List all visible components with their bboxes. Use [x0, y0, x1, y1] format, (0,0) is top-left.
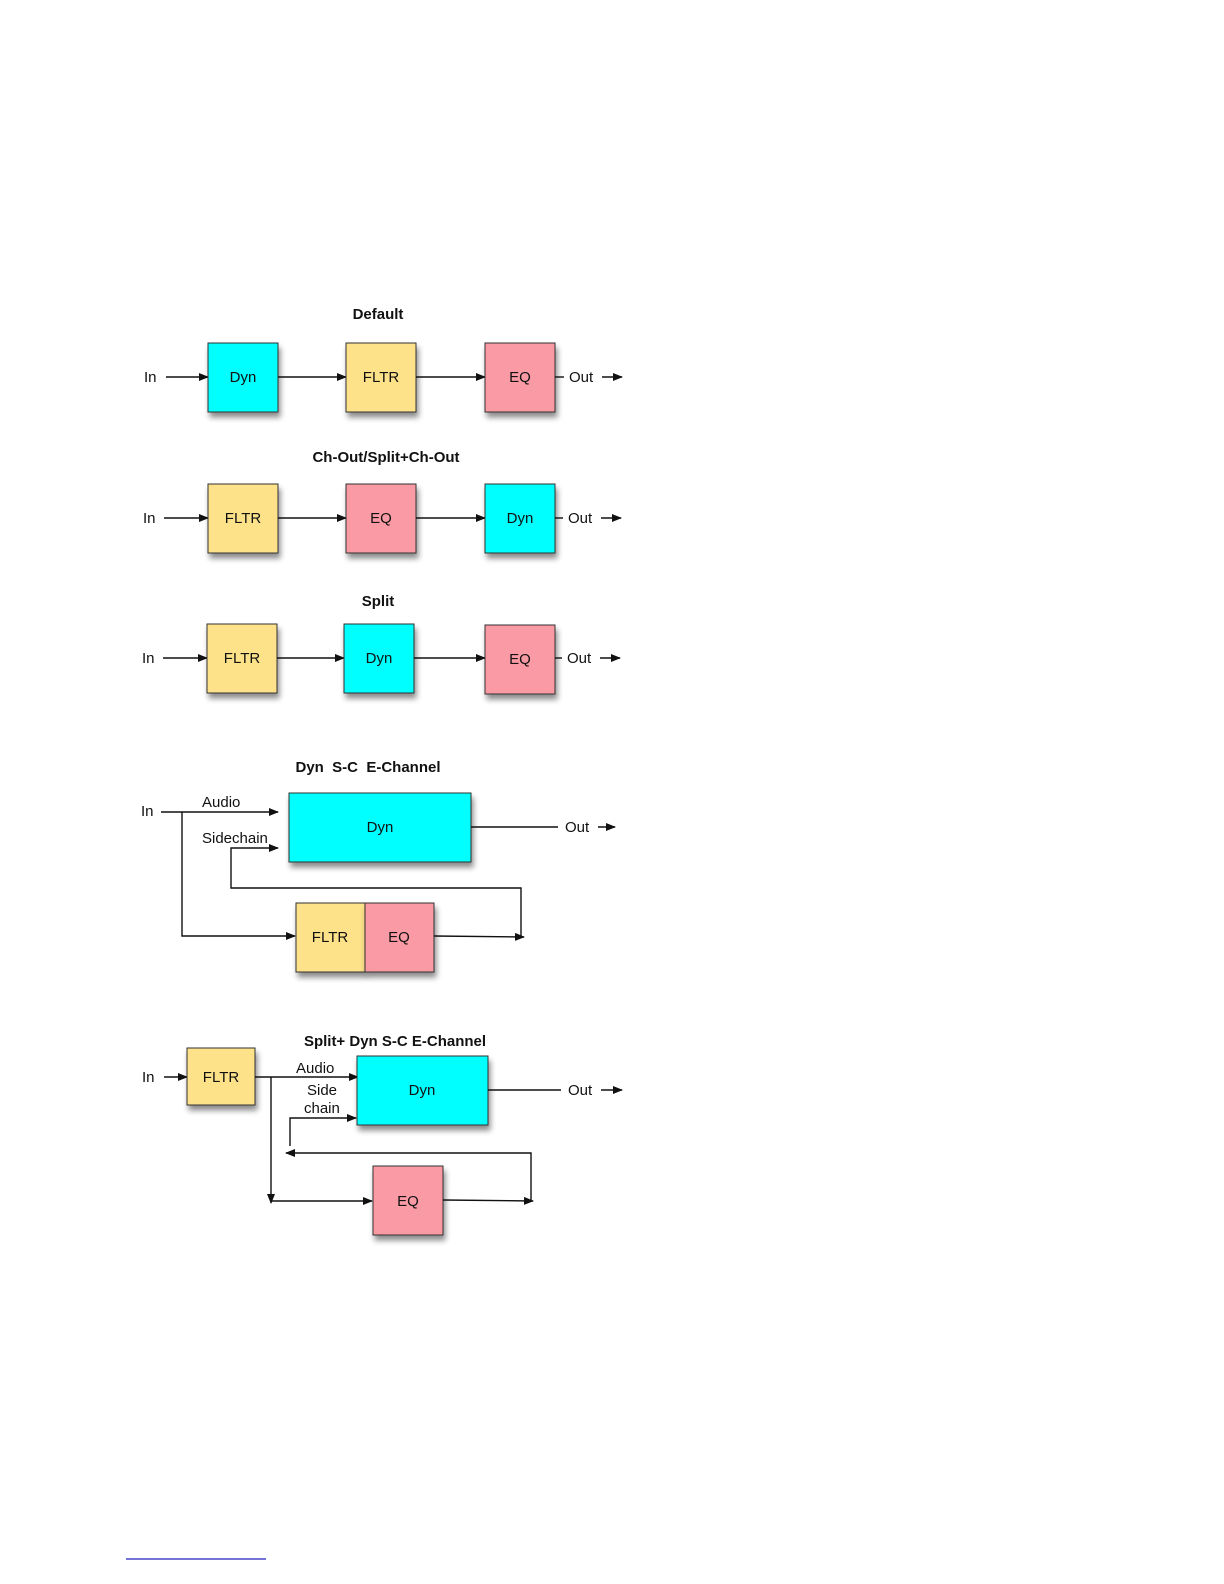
in-label: In — [144, 369, 157, 386]
block-label: EQ — [509, 369, 531, 386]
in-label: In — [142, 650, 155, 667]
diagram-split-dyn-sc-e-channel: Split+ Dyn S-C E-Channel In FLTR Audio S… — [142, 1033, 622, 1235]
diagram-title: Default — [353, 306, 404, 323]
block-label: EQ — [397, 1193, 419, 1210]
in-label: In — [142, 1069, 155, 1086]
block-label: Dyn — [409, 1082, 436, 1099]
diagram-default: Default In Dyn FLTR EQ Out — [144, 306, 622, 412]
block-label: EQ — [509, 651, 531, 668]
in-label: In — [141, 803, 154, 820]
diagram-ch-out: Ch-Out/Split+Ch-Out In FLTR EQ Dyn Out — [143, 449, 621, 553]
out-label: Out — [568, 1082, 593, 1099]
block-label: Dyn — [367, 819, 394, 836]
block-label: Dyn — [507, 510, 534, 527]
sidechain-path — [290, 1118, 356, 1146]
out-label: Out — [569, 369, 594, 386]
block-label: FLTR — [203, 1069, 240, 1086]
diagram-split: Split In FLTR Dyn EQ Out — [142, 593, 620, 694]
audio-label: Audio — [296, 1060, 334, 1077]
block-label: Dyn — [230, 369, 257, 386]
diagram-title: Dyn S-C E-Channel — [295, 759, 440, 776]
arrow — [443, 1200, 533, 1201]
diagram-title: Ch-Out/Split+Ch-Out — [312, 449, 459, 466]
out-label: Out — [565, 819, 590, 836]
block-label: FLTR — [224, 650, 261, 667]
arrow — [434, 936, 524, 937]
block-label: EQ — [388, 929, 410, 946]
block-label: FLTR — [312, 929, 349, 946]
block-label: FLTR — [225, 510, 262, 527]
diagram-dyn-sc-e-channel: Dyn S-C E-Channel In Audio Dyn Out Sidec… — [141, 759, 615, 972]
chain-label: chain — [304, 1100, 340, 1117]
side-label: Side — [307, 1082, 337, 1099]
block-label: Dyn — [366, 650, 393, 667]
diagram-title: Split — [362, 593, 395, 610]
sidechain-label: Sidechain — [202, 830, 268, 847]
out-label: Out — [568, 510, 593, 527]
out-label: Out — [567, 650, 592, 667]
block-label: EQ — [370, 510, 392, 527]
audio-label: Audio — [202, 794, 240, 811]
block-label: FLTR — [363, 369, 400, 386]
in-label: In — [143, 510, 156, 527]
diagram-title: Split+ Dyn S-C E-Channel — [304, 1033, 486, 1050]
